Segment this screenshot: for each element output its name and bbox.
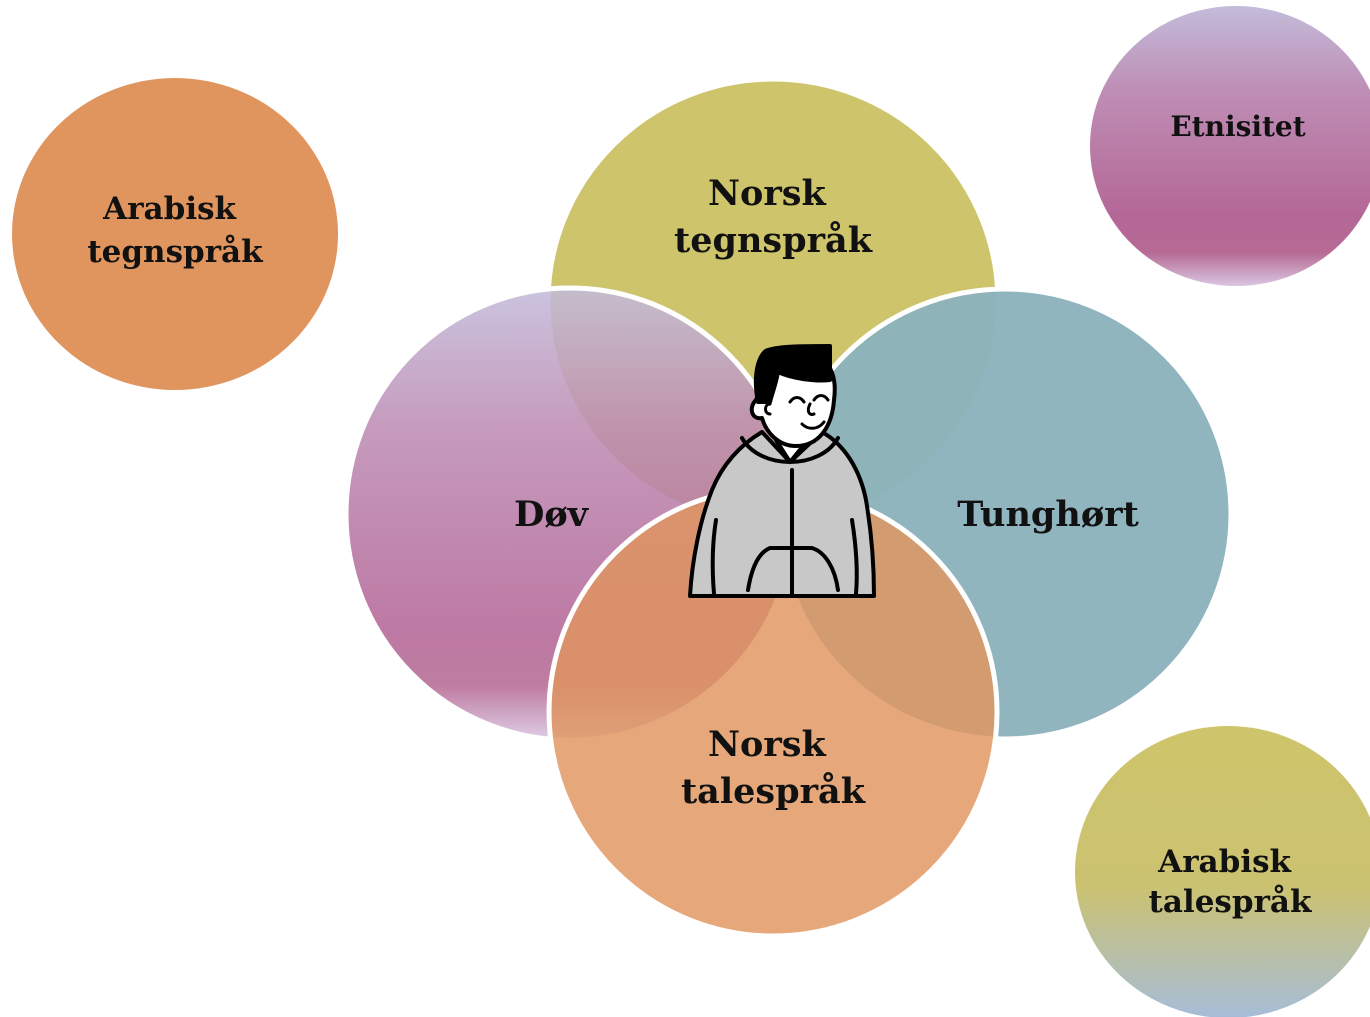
- arabisk-talesprak-label-line2: talespråk: [1149, 883, 1313, 920]
- svg-text:Norsk talespråk: Norsk talespråk: [681, 724, 866, 812]
- svg-text:Norsk tegnspråk: Norsk tegnspråk: [674, 173, 873, 261]
- norsk-tegnsprak-label-line1: Norsk: [708, 173, 826, 214]
- arabisk-tegnsprak-label-line2: tegnspråk: [87, 233, 264, 270]
- person-hoodie-icon: [688, 344, 876, 598]
- etnisitet-label: Etnisitet: [1170, 110, 1305, 143]
- norsk-talesprak-label-line2: talespråk: [681, 771, 866, 812]
- tunghort-label: Tunghørt: [957, 494, 1139, 535]
- arabisk-tegnsprak-label-line1: Arabisk: [102, 191, 237, 227]
- norsk-tegnsprak-label-line2: tegnspråk: [674, 220, 873, 261]
- dov-label: Døv: [514, 494, 590, 535]
- arabisk-talesprak-circle: Arabisk talespråk: [1075, 726, 1370, 1017]
- etnisitet-circle: Etnisitet: [1090, 6, 1370, 286]
- svg-text:Arabisk talespråk: Arabisk talespråk: [1149, 844, 1313, 920]
- svg-text:Arabisk tegnspråk: Arabisk tegnspråk: [87, 191, 264, 270]
- norsk-talesprak-label-line1: Norsk: [708, 724, 826, 765]
- arabisk-tegnsprak-circle: Arabisk tegnspråk: [12, 78, 338, 390]
- arabisk-talesprak-label-line1: Arabisk: [1157, 844, 1292, 880]
